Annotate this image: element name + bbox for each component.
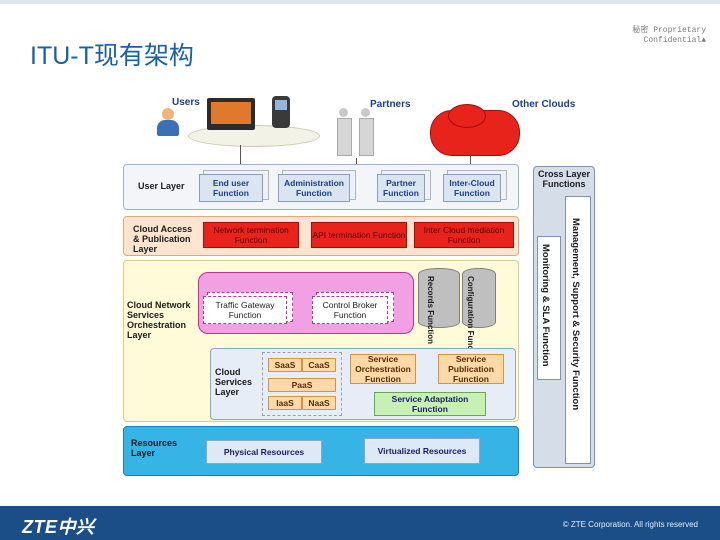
confidential-line-2: Confidential▲ <box>643 36 706 45</box>
management-column <box>565 196 591 464</box>
network-termination-function: Network termination Function <box>203 222 299 248</box>
monitoring-sla-column <box>537 236 561 380</box>
partners-label: Partners <box>370 99 411 110</box>
partner-function: Partner Function <box>377 174 425 202</box>
connector-line <box>356 158 357 168</box>
orchestration-layer-label: Cloud Network Services Orchestration Lay… <box>127 300 191 340</box>
records-function: Records Function <box>426 276 435 345</box>
iaas-box: IaaS <box>268 396 302 410</box>
confidential-mark: 秘密 Proprietary Confidential▲ <box>616 26 706 46</box>
cross-layer-label: Cross Layer Functions <box>537 169 591 189</box>
control-broker-function: Control Broker Function <box>312 296 388 324</box>
caas-box: CaaS <box>302 358 336 372</box>
connector-line <box>240 145 241 167</box>
api-termination-function: API termination Function <box>311 222 407 248</box>
physical-resources: Physical Resources <box>206 440 322 464</box>
naas-box: NaaS <box>302 396 336 410</box>
cloud-puff-icon <box>448 104 486 128</box>
user-person-icon <box>155 108 181 138</box>
configuration-function: Configuration Function <box>466 276 475 365</box>
cloud-access-layer-label: Cloud Access & Publication Layer <box>133 224 193 254</box>
copyright-text: © ZTE Corporation. All rights reserved <box>562 520 698 529</box>
records-database-icon <box>418 268 460 328</box>
connector-line <box>470 154 471 168</box>
top-bar <box>0 0 720 4</box>
service-orchestration-function: Service Orchestration Function <box>350 354 416 384</box>
monitoring-sla-function: Monitoring & SLA Function <box>540 244 551 367</box>
configuration-database-icon <box>462 268 496 328</box>
administration-function: Administration Function <box>278 174 350 202</box>
service-adaptation-function: Service Adaptation Function <box>374 392 486 416</box>
resources-layer-label: Resources Layer <box>131 438 178 458</box>
inter-cloud-function: Inter-Cloud Function <box>443 174 501 202</box>
phone-icon <box>272 96 290 128</box>
partners-handshake-icon <box>336 108 376 158</box>
monitor-icon <box>207 98 255 130</box>
saas-box: SaaS <box>268 358 302 372</box>
management-support-security-function: Management, Support & Security Function <box>570 218 581 411</box>
end-user-function: End user Function <box>199 174 263 202</box>
footer-bar <box>0 506 720 540</box>
users-label: Users <box>172 97 200 108</box>
service-models-group <box>262 352 342 416</box>
virtualized-resources: Virtualized Resources <box>364 438 480 464</box>
zte-logo: ZTE中兴 <box>22 517 95 537</box>
user-layer-label: User Layer <box>138 181 185 191</box>
paas-box: PaaS <box>268 378 336 392</box>
traffic-gateway-function: Traffic Gateway Function <box>203 296 287 324</box>
cloud-services-layer-label: Cloud Services Layer <box>215 367 253 397</box>
service-publication-function: Service Publication Function <box>438 354 504 384</box>
confidential-line-1: 秘密 Proprietary <box>632 26 706 35</box>
slide-title: ITU-T现有架构 <box>30 42 194 70</box>
other-clouds-label: Other Clouds <box>512 99 576 110</box>
inter-cloud-mediation-function: Inter Cloud mediation Function <box>414 222 514 248</box>
